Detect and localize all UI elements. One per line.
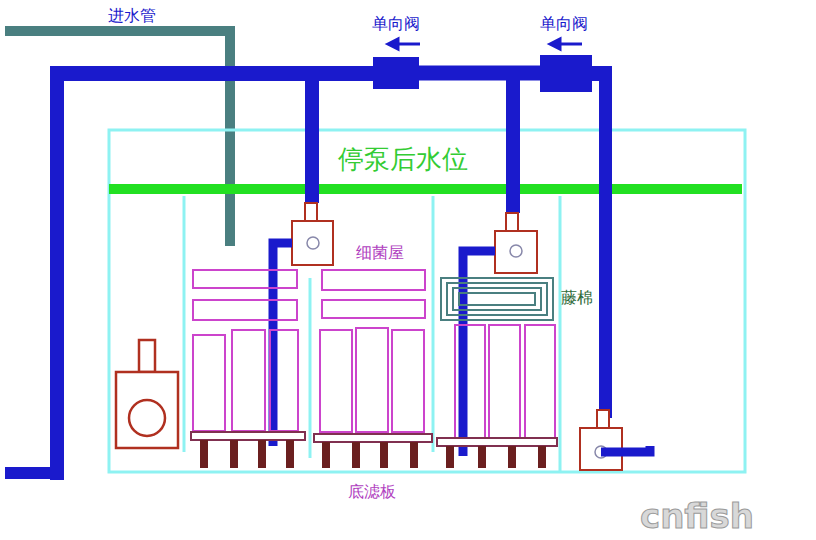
inlet-pipe xyxy=(5,31,230,246)
tank-partitions xyxy=(184,196,560,472)
filter-mat: 藤棉 xyxy=(439,276,599,322)
bottom-plate xyxy=(191,432,557,446)
part-label: 藤棉 xyxy=(561,288,593,307)
valve-body xyxy=(373,57,419,89)
part-label: 底滤板 xyxy=(348,482,396,501)
pump-head xyxy=(292,203,622,470)
valve-label: 单向阀 xyxy=(540,14,592,33)
valve-body xyxy=(540,55,592,92)
watermark: cnfish xyxy=(640,496,754,537)
check-valve: 单向阀 xyxy=(372,14,420,89)
pump-outlet-pipe xyxy=(273,243,650,456)
return-pump xyxy=(116,340,178,448)
plate-legs xyxy=(200,440,546,468)
part-label: 细菌屋 xyxy=(356,243,404,262)
water-level-label: 停泵后水位 xyxy=(338,144,468,175)
mat-coil xyxy=(439,276,555,322)
main-pipe xyxy=(5,66,612,480)
valve-label: 单向阀 xyxy=(372,14,420,33)
pipe-connector xyxy=(419,73,540,74)
check-valve: 单向阀 xyxy=(540,14,592,92)
tank-outline xyxy=(109,130,745,472)
filter-media xyxy=(193,270,555,438)
water-level-line xyxy=(109,184,742,194)
pump-impeller xyxy=(307,237,607,458)
flow-arrow xyxy=(388,39,582,49)
pipe-label: 进水管 xyxy=(108,6,156,25)
